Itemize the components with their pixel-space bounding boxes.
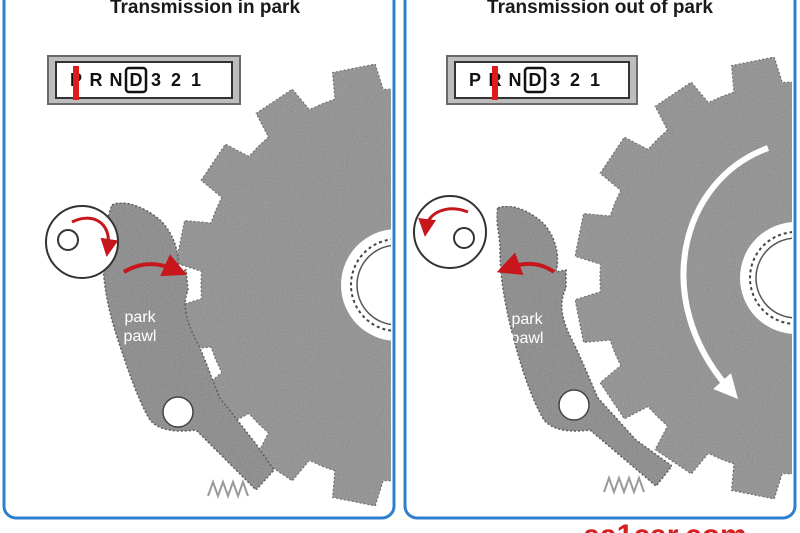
spring — [603, 475, 645, 495]
watermark: aa1car.com — [583, 519, 746, 533]
pawl-label: park — [124, 309, 156, 326]
gear — [175, 63, 391, 507]
gear-selector-indicator: PRND321 — [446, 55, 638, 105]
shifter-position-N: N — [509, 70, 522, 90]
panel-title: Transmission out of park — [487, 0, 713, 18]
gear-hub — [341, 229, 391, 341]
spring — [207, 479, 249, 499]
panel-out-of-park: Transmission out of park park pawl PRND3… — [403, 0, 797, 520]
pawl-label: pawl — [124, 328, 157, 345]
pawl-label: pawl — [511, 330, 544, 347]
pivot-hole — [162, 396, 194, 428]
pawl-label: park — [511, 311, 543, 328]
pawl-motion-arrow — [496, 252, 556, 276]
shifter-pointer — [73, 66, 79, 100]
shifter-pointer — [492, 66, 498, 100]
shifter-position-D: D — [130, 70, 143, 90]
park-pawl — [102, 202, 275, 492]
gear-rotation-arrow — [680, 145, 770, 399]
shifter-box — [523, 66, 547, 94]
shifter-position-2: 2 — [570, 70, 580, 90]
gear-hub — [740, 222, 792, 334]
pawl-motion-arrow — [122, 254, 187, 277]
shifter-position-1: 1 — [191, 70, 201, 90]
shifter-box — [124, 66, 148, 94]
shifter-position-1: 1 — [590, 70, 600, 90]
cam — [413, 195, 487, 269]
park-pawl — [495, 205, 674, 488]
shifter-position-R: R — [90, 70, 103, 90]
panel-title: Transmission in park — [110, 0, 300, 18]
cam-pin — [453, 227, 475, 249]
shifter-position-3: 3 — [550, 70, 560, 90]
shifter-position-N: N — [110, 70, 123, 90]
shifter-position-2: 2 — [171, 70, 181, 90]
shifter-position-3: 3 — [151, 70, 161, 90]
panel-in-park: Transmission in park park pawl — [2, 0, 396, 520]
cam-rotation-arrow — [418, 207, 469, 237]
pivot-hole — [558, 389, 590, 421]
gear-selector-indicator: PRND321 — [47, 55, 241, 105]
shifter-position-P: P — [469, 70, 481, 90]
shifter-position-D: D — [529, 70, 542, 90]
cam-pin — [57, 229, 79, 251]
cam-rotation-arrow — [71, 216, 119, 257]
